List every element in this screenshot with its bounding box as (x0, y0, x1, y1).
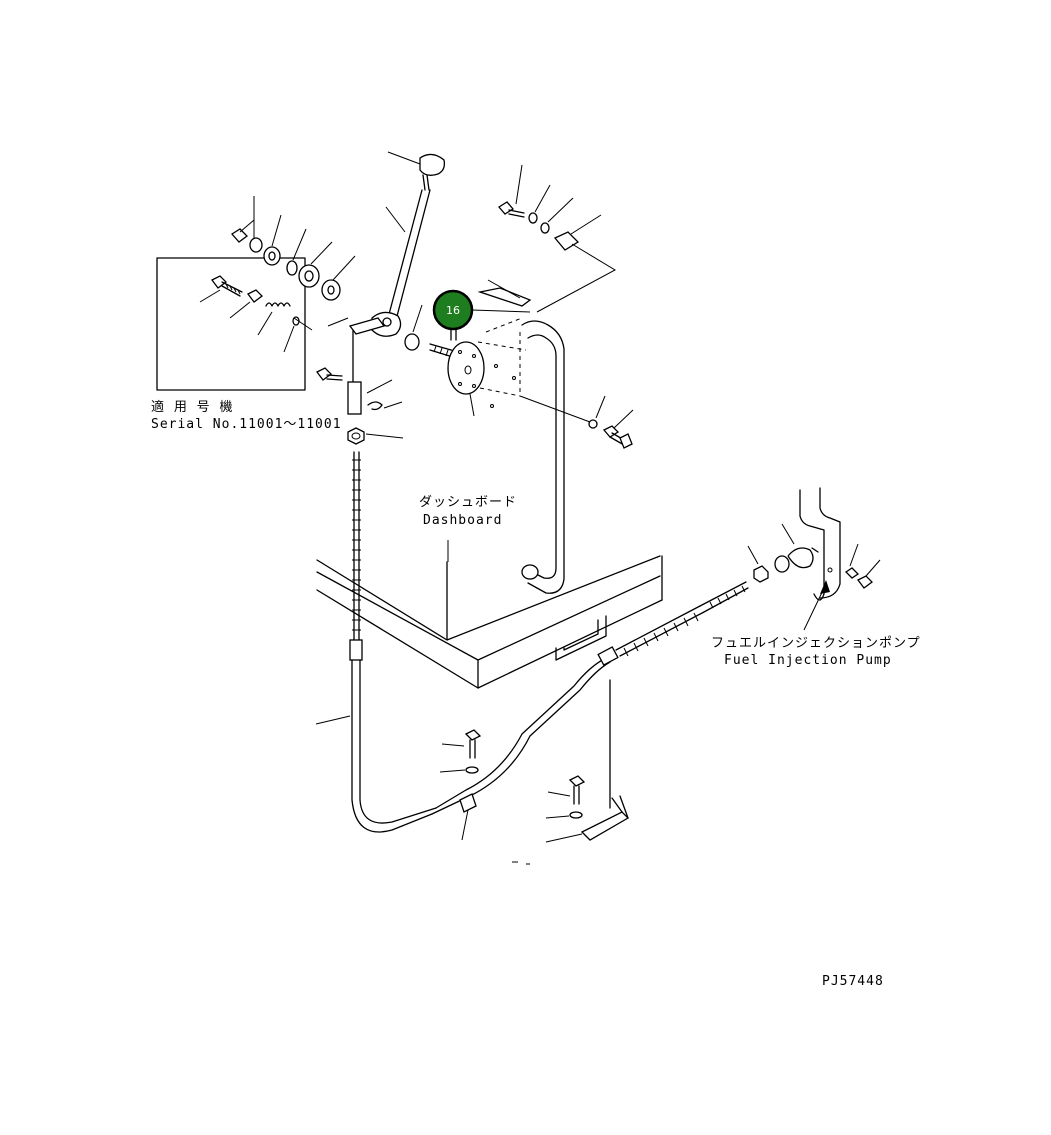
dashboard-panel (316, 540, 663, 689)
inset-nut (247, 289, 263, 303)
serial-label-jp: 適 用 号 機 (151, 399, 233, 415)
handle-fasteners (519, 395, 634, 449)
throttle-lever (327, 151, 446, 337)
linkage-clevis-group (316, 329, 404, 445)
callout-16[interactable]: 16 (432, 289, 531, 331)
grab-handle (521, 320, 565, 594)
pump-linkage (747, 487, 881, 631)
drawing-code: PJ57448 (822, 974, 884, 989)
serial-label-en: Serial No.11001～11001 (151, 417, 342, 432)
bracket-fasteners (498, 164, 617, 313)
throttle-hardware-stack (231, 196, 356, 301)
lower-fasteners (439, 729, 630, 865)
pump-label-jp: フュエルインジェクションポンプ (711, 636, 921, 651)
throttle-cable (315, 451, 611, 841)
lever-washer (404, 333, 420, 351)
inset-spring (265, 302, 291, 307)
pump-cable-end (597, 581, 749, 809)
dashboard-label-en: Dashboard (423, 513, 502, 528)
callout-number: 16 (446, 304, 460, 317)
throttle-plate (429, 317, 527, 417)
mounting-bracket (477, 279, 532, 307)
serial-inset-box (156, 257, 313, 391)
inset-bolt (211, 275, 243, 297)
dashboard-label-jp: ダッシュボード (419, 495, 517, 510)
pump-label-en: Fuel Injection Pump (724, 653, 892, 668)
callout-badge[interactable] (432, 289, 474, 331)
